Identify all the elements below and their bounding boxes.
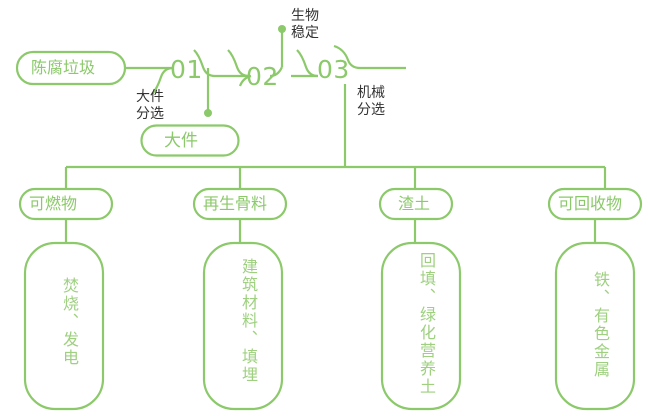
use-text-2: 建筑材料、填埋	[239, 258, 258, 384]
use-text-3: 回填、绿化营养土	[417, 252, 436, 396]
bulky-branch-dot	[204, 109, 212, 117]
stage-02-process-label: 生物 稳定	[291, 8, 319, 41]
output-pill-label-1[interactable]: 可燃物	[29, 194, 78, 213]
output-pill-label-2[interactable]: 再生骨料	[203, 194, 268, 213]
output-pill-label-3[interactable]: 渣土	[398, 194, 431, 213]
use-box-3-outline	[380, 241, 462, 411]
stage-03-process-label: 机械 分选	[357, 85, 385, 118]
stage-number-03[interactable]: 03	[317, 55, 350, 84]
source-pill-label[interactable]: 陈腐垃圾	[31, 58, 96, 77]
bulky-output-pill[interactable]	[140, 124, 280, 158]
use-box-4-outline	[554, 241, 636, 411]
stage-03-left-arc	[296, 49, 319, 78]
stage-02-left-arc	[227, 49, 250, 78]
stage-02-right-arc	[269, 66, 284, 78]
use-box-2-outline	[202, 241, 284, 411]
stage-01-right-arc	[193, 49, 216, 78]
use-text-4: 铁、有色金属	[591, 271, 610, 379]
output-pill-label-4[interactable]: 可回收物	[558, 194, 623, 213]
stage-02-lower-arc	[238, 74, 252, 87]
stage-03-top-arc	[333, 44, 361, 70]
use-box-1-outline	[23, 241, 105, 411]
stage-01-process-label: 大件 分选	[136, 89, 164, 122]
stage-number-01[interactable]: 01	[170, 55, 203, 84]
stage-number-02[interactable]: 02	[246, 62, 279, 91]
use-text-1: 焚烧、发电	[60, 277, 79, 367]
bio-branch-dot	[278, 25, 286, 33]
bulky-output-label[interactable]: 大件	[164, 131, 198, 151]
stage-01-left-arc	[151, 66, 174, 95]
